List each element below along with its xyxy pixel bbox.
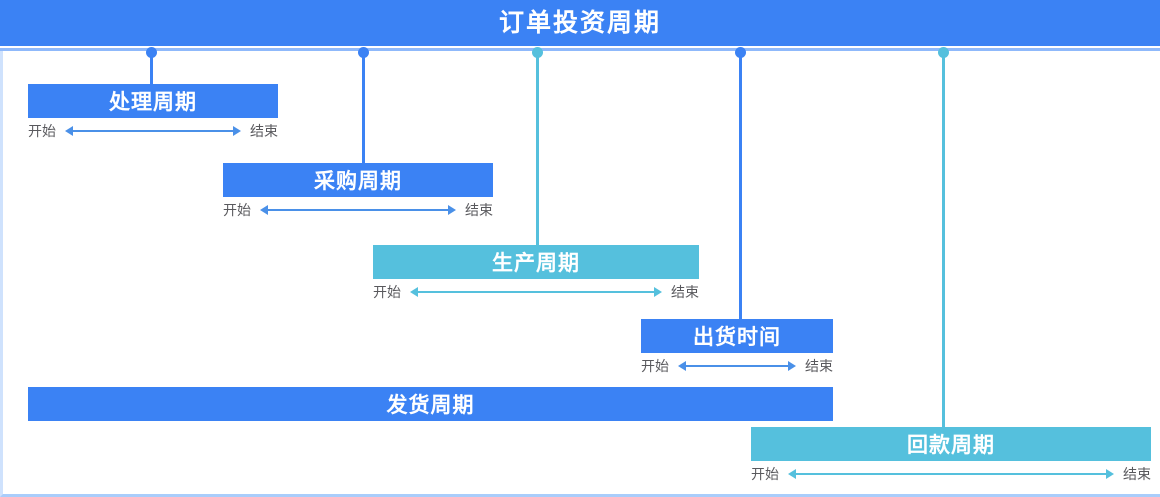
timeline-stem bbox=[149, 53, 153, 86]
duration-arrow-icon bbox=[260, 204, 456, 216]
bar-procurement-group: 采购周期开始 结束 bbox=[223, 163, 493, 223]
timeline-stem bbox=[738, 53, 742, 321]
bar-processing[interactable]: 处理周期 bbox=[28, 84, 278, 118]
timeline-stem bbox=[941, 53, 945, 429]
start-label: 开始 bbox=[751, 466, 779, 482]
timeline-dot-icon bbox=[146, 47, 157, 58]
bar-collection[interactable]: 回款周期 bbox=[751, 427, 1151, 461]
end-label: 结束 bbox=[805, 358, 833, 374]
bar-delivery[interactable]: 发货周期 bbox=[28, 387, 833, 421]
timeline-dot-icon bbox=[735, 47, 746, 58]
start-label: 开始 bbox=[373, 284, 401, 300]
start-label: 开始 bbox=[28, 123, 56, 139]
start-label: 开始 bbox=[223, 202, 251, 218]
bar-shipment-axis: 开始 结束 bbox=[641, 353, 833, 379]
header-bar: 订单投资周期 bbox=[0, 0, 1160, 46]
bar-collection-axis: 开始 结束 bbox=[751, 461, 1151, 487]
bar-procurement[interactable]: 采购周期 bbox=[223, 163, 493, 197]
timeline-canvas: 处理周期开始结束采购周期开始结束生产周期开始结束出货时间开始结束发货周期回款周期… bbox=[0, 47, 1160, 497]
timeline-dot-icon bbox=[938, 47, 949, 58]
bar-production-group: 生产周期开始 结束 bbox=[373, 245, 699, 305]
end-label: 结束 bbox=[250, 123, 278, 139]
header-divider bbox=[0, 48, 1160, 51]
duration-arrow-icon bbox=[65, 125, 241, 137]
bar-collection-group: 回款周期开始 结束 bbox=[751, 427, 1151, 487]
end-label: 结束 bbox=[1123, 466, 1151, 482]
bar-shipment-group: 出货时间开始 结束 bbox=[641, 319, 833, 379]
bar-production-axis: 开始 结束 bbox=[373, 279, 699, 305]
duration-arrow-icon bbox=[410, 286, 662, 298]
bar-processing-axis: 开始 结束 bbox=[28, 118, 278, 144]
duration-arrow-icon bbox=[678, 360, 796, 372]
end-label: 结束 bbox=[465, 202, 493, 218]
bar-production[interactable]: 生产周期 bbox=[373, 245, 699, 279]
end-label: 结束 bbox=[671, 284, 699, 300]
duration-arrow-icon bbox=[788, 468, 1114, 480]
timeline-stem bbox=[361, 53, 365, 165]
bar-delivery-group: 发货周期 bbox=[28, 387, 833, 421]
bar-processing-group: 处理周期开始 结束 bbox=[28, 84, 278, 144]
page-title: 订单投资周期 bbox=[498, 8, 661, 37]
start-label: 开始 bbox=[641, 358, 669, 374]
timeline-dot-icon bbox=[358, 47, 369, 58]
bar-shipment[interactable]: 出货时间 bbox=[641, 319, 833, 353]
timeline-stem bbox=[535, 53, 539, 247]
bar-procurement-axis: 开始 结束 bbox=[223, 197, 493, 223]
timeline-dot-icon bbox=[532, 47, 543, 58]
